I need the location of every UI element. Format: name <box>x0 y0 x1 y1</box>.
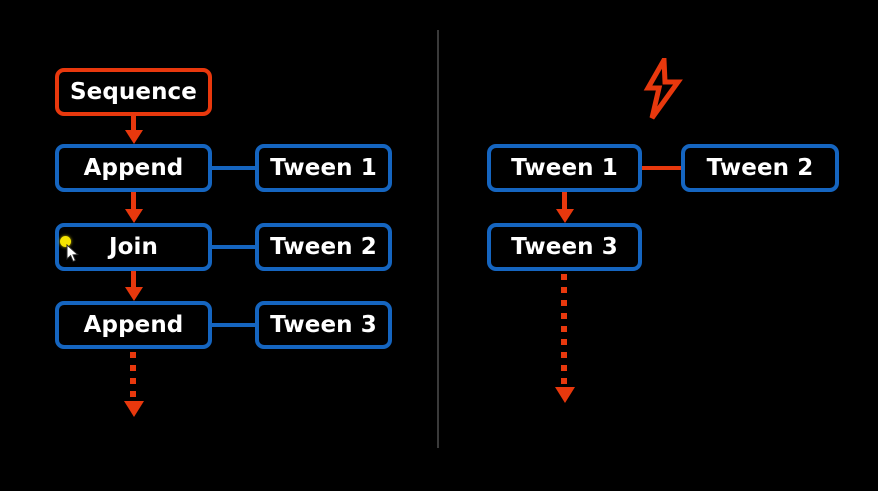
node-label-tween-3-right: Tween 3 <box>511 234 618 260</box>
node-tween-3-left[interactable]: Tween 3 <box>255 301 392 349</box>
vertical-divider <box>437 30 439 448</box>
connector-tween1-tween2-right <box>642 166 681 170</box>
node-label-sequence: Sequence <box>69 79 197 105</box>
node-label-join: Join <box>108 234 159 260</box>
node-label-tween-1-right: Tween 1 <box>511 155 618 181</box>
node-tween-1-right[interactable]: Tween 1 <box>487 144 642 192</box>
dotted-shaft-append2-continues <box>130 352 136 398</box>
cursor-arrow-icon <box>66 243 80 267</box>
node-sequence[interactable]: Sequence <box>55 68 212 116</box>
dotted-head-append2-continues <box>124 401 144 417</box>
node-tween-3-right[interactable]: Tween 3 <box>487 223 642 271</box>
arrow-shaft-sequence-to-append1 <box>131 116 136 130</box>
arrow-shaft-append1-to-join <box>131 192 136 209</box>
connector-append1-tween1 <box>212 166 255 170</box>
node-label-tween-1-left: Tween 1 <box>270 155 377 181</box>
node-tween-1-left[interactable]: Tween 1 <box>255 144 392 192</box>
cursor-highlight-dot <box>60 236 71 247</box>
lightning-bolt-icon <box>638 51 684 120</box>
node-label-tween-3-left: Tween 3 <box>270 312 377 338</box>
arrow-head-append1-to-join <box>124 209 143 223</box>
arrow-head-tween1-to-tween3-right <box>555 209 574 223</box>
arrow-head-join-to-append2 <box>124 287 143 301</box>
connector-append2-tween3 <box>212 323 255 327</box>
arrow-shaft-join-to-append2 <box>131 271 136 287</box>
node-label-append-2: Append <box>83 312 184 338</box>
connector-join-tween2 <box>212 245 255 249</box>
arrow-head-sequence-to-append1 <box>124 130 143 144</box>
node-label-append-1: Append <box>83 155 184 181</box>
dotted-shaft-tween3-continues <box>561 274 567 384</box>
node-tween-2-right[interactable]: Tween 2 <box>681 144 839 192</box>
node-label-tween-2-right: Tween 2 <box>706 155 814 181</box>
node-append-1[interactable]: Append <box>55 144 212 192</box>
node-append-2[interactable]: Append <box>55 301 212 349</box>
arrow-shaft-tween1-to-tween3-right <box>562 192 567 209</box>
node-label-tween-2-left: Tween 2 <box>270 234 377 260</box>
node-tween-2-left[interactable]: Tween 2 <box>255 223 392 271</box>
dotted-head-tween3-continues <box>555 387 575 403</box>
